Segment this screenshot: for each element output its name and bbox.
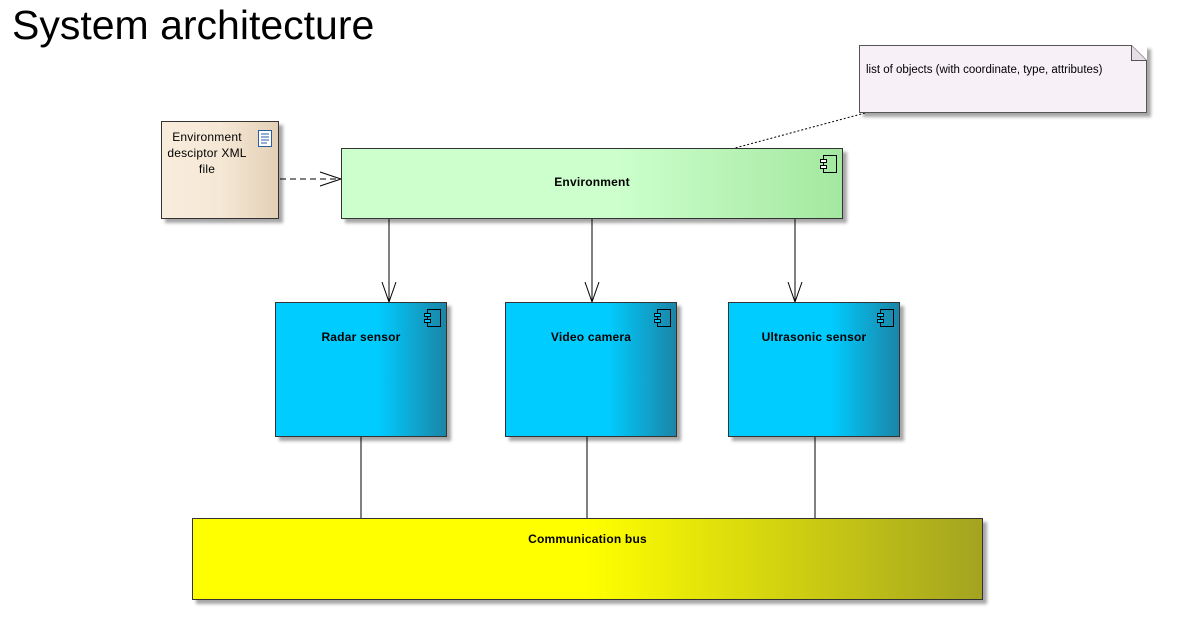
environment-label: Environment <box>554 175 630 189</box>
component-icon <box>820 155 837 173</box>
component-icon <box>424 309 441 327</box>
note-link <box>734 112 866 149</box>
note-text: list of objects (with coordinate, type, … <box>866 64 1103 76</box>
radar-sensor-component[interactable]: Radar sensor <box>275 302 447 437</box>
environment-component[interactable]: Environment <box>341 148 843 219</box>
ultrasonic-sensor-label: Ultrasonic sensor <box>761 330 867 344</box>
document-icon <box>258 130 272 147</box>
component-icon <box>877 309 894 327</box>
video-camera-component[interactable]: Video camera <box>505 302 677 437</box>
video-camera-label: Video camera <box>550 330 632 344</box>
radar-sensor-label: Radar sensor <box>321 330 401 344</box>
arrow-to-video <box>584 219 600 304</box>
arrow-to-radar <box>381 219 397 304</box>
xml-descriptor-label: Environment desciptor XML file <box>167 130 247 176</box>
xml-descriptor-artifact[interactable]: Environment desciptor XML file <box>161 121 279 219</box>
page-title: System architecture <box>12 2 375 48</box>
note-shape <box>859 45 1147 113</box>
note[interactable]: list of objects (with coordinate, type, … <box>859 45 1147 113</box>
ultrasonic-sensor-component[interactable]: Ultrasonic sensor <box>728 302 900 437</box>
communication-bus-label: Communication bus <box>528 532 647 546</box>
arrow-to-ultrasonic <box>787 219 803 304</box>
component-icon <box>654 309 671 327</box>
dependency-arrow <box>280 171 343 187</box>
communication-bus[interactable]: Communication bus <box>192 518 983 600</box>
